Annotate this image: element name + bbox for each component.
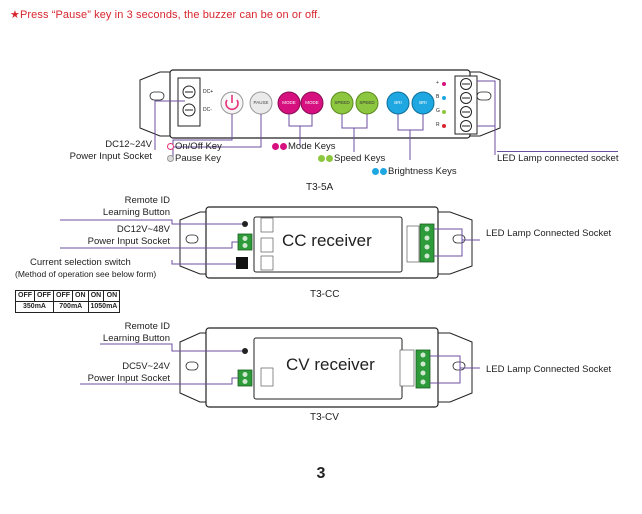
bri-key-2-label: BRI xyxy=(419,100,427,105)
mode-key-2-label: MODE xyxy=(305,100,319,105)
cc-output-terminal xyxy=(419,223,435,263)
t3-5a-controller xyxy=(139,69,501,139)
dc-input-terminal xyxy=(177,77,201,127)
onoff-key-icon xyxy=(167,143,174,150)
cv-output-terminal xyxy=(415,349,431,389)
mode-keys-label: Mode Keys xyxy=(272,141,336,153)
speed-key-1-label: SPEED xyxy=(334,100,350,105)
cv-led-socket-label: LED Lamp Connected Socket xyxy=(486,364,612,375)
page-number: 3 xyxy=(316,465,326,482)
speed-dot-icon xyxy=(318,155,325,162)
t35a-power-line1: DC12~24V xyxy=(105,139,152,150)
table-cell: OFF xyxy=(53,290,73,302)
table-cell: 1050mA xyxy=(87,301,121,313)
cv-receiver-title: CV receiver xyxy=(286,355,375,374)
channel-b: B xyxy=(436,94,440,100)
t3-5a-keys xyxy=(220,91,435,115)
t35a-power-line2: Power Input Socket xyxy=(69,151,152,162)
table-cell: ON xyxy=(72,290,89,302)
power-icon xyxy=(225,99,239,111)
channel-g: G xyxy=(436,108,440,114)
table-cell: OFF xyxy=(15,290,35,302)
cc-switch-line2: (Method of operation see below form) xyxy=(15,269,157,279)
pause-key-label: PAUSE xyxy=(253,100,269,105)
table-cell: 700mA xyxy=(53,301,89,313)
cc-remote-line1: Remote ID xyxy=(124,195,170,206)
t3-cv-receiver xyxy=(179,327,473,408)
bri-dot-icon xyxy=(372,168,379,175)
brightness-keys-label: Brightness Keys xyxy=(372,166,457,178)
mode-dot-icon xyxy=(280,143,287,150)
bri-key-1-label: BRI xyxy=(394,100,402,105)
speed-dot-icon xyxy=(326,155,333,162)
cv-caption: T3-CV xyxy=(310,412,339,423)
pause-key-legend: Pause Key xyxy=(167,153,221,165)
cv-remote-line1: Remote ID xyxy=(124,321,170,332)
cc-receiver-title: CC receiver xyxy=(282,231,372,250)
cc-power-line2: Power Input Socket xyxy=(87,236,170,247)
dc-minus-label: DC- xyxy=(203,107,212,113)
table-cell: 350mA xyxy=(15,301,54,313)
t3-cc-receiver xyxy=(179,206,473,279)
table-cell: ON xyxy=(103,290,121,302)
cc-caption: T3-CC xyxy=(310,289,340,300)
pause-key-icon xyxy=(167,155,174,162)
t3-cc-leaders xyxy=(60,219,480,265)
cc-remote-button[interactable] xyxy=(242,221,248,227)
mount-hole-right xyxy=(476,91,492,101)
cv-remote-button[interactable] xyxy=(242,348,248,354)
cv-power-line2: Power Input Socket xyxy=(87,373,170,384)
cc-dip-switch[interactable] xyxy=(236,257,248,269)
buzzer-note: ★Press “Pause” key in 3 seconds, the buz… xyxy=(10,9,321,21)
t3-cv-leaders xyxy=(80,343,480,385)
mount-hole-left xyxy=(149,91,165,101)
cc-led-socket-label: LED Lamp Connected Socket xyxy=(486,228,612,239)
table-cell: OFF xyxy=(34,290,54,302)
channel-plus: + xyxy=(436,80,439,86)
cc-power-line1: DC12V~48V xyxy=(116,224,170,235)
dc-plus-label: DC+ xyxy=(203,89,214,95)
table-cell: ON xyxy=(87,290,105,302)
t35a-led-socket-label: LED Lamp connected socket xyxy=(497,151,619,164)
t35a-caption: T3-5A xyxy=(306,182,334,193)
bri-dot-icon xyxy=(380,168,387,175)
channel-r: R xyxy=(436,122,440,128)
mode-dot-icon xyxy=(272,143,279,150)
cc-switch-line1: Current selection switch xyxy=(30,257,131,268)
mode-key-1-label: MODE xyxy=(282,100,296,105)
onoff-key-label: On/Off Key xyxy=(167,141,222,153)
led-output-terminal xyxy=(454,75,478,135)
cc-remote-line2: Learning Button xyxy=(102,207,170,218)
speed-keys-label: Speed Keys xyxy=(318,153,385,165)
current-selection-table: OFF OFF OFF ON ON ON 350mA 700mA 1050mA xyxy=(15,290,121,313)
cv-remote-line2: Learning Button xyxy=(102,333,170,344)
speed-key-2-label: SPEED xyxy=(359,100,375,105)
cv-power-line1: DC5V~24V xyxy=(122,361,170,372)
